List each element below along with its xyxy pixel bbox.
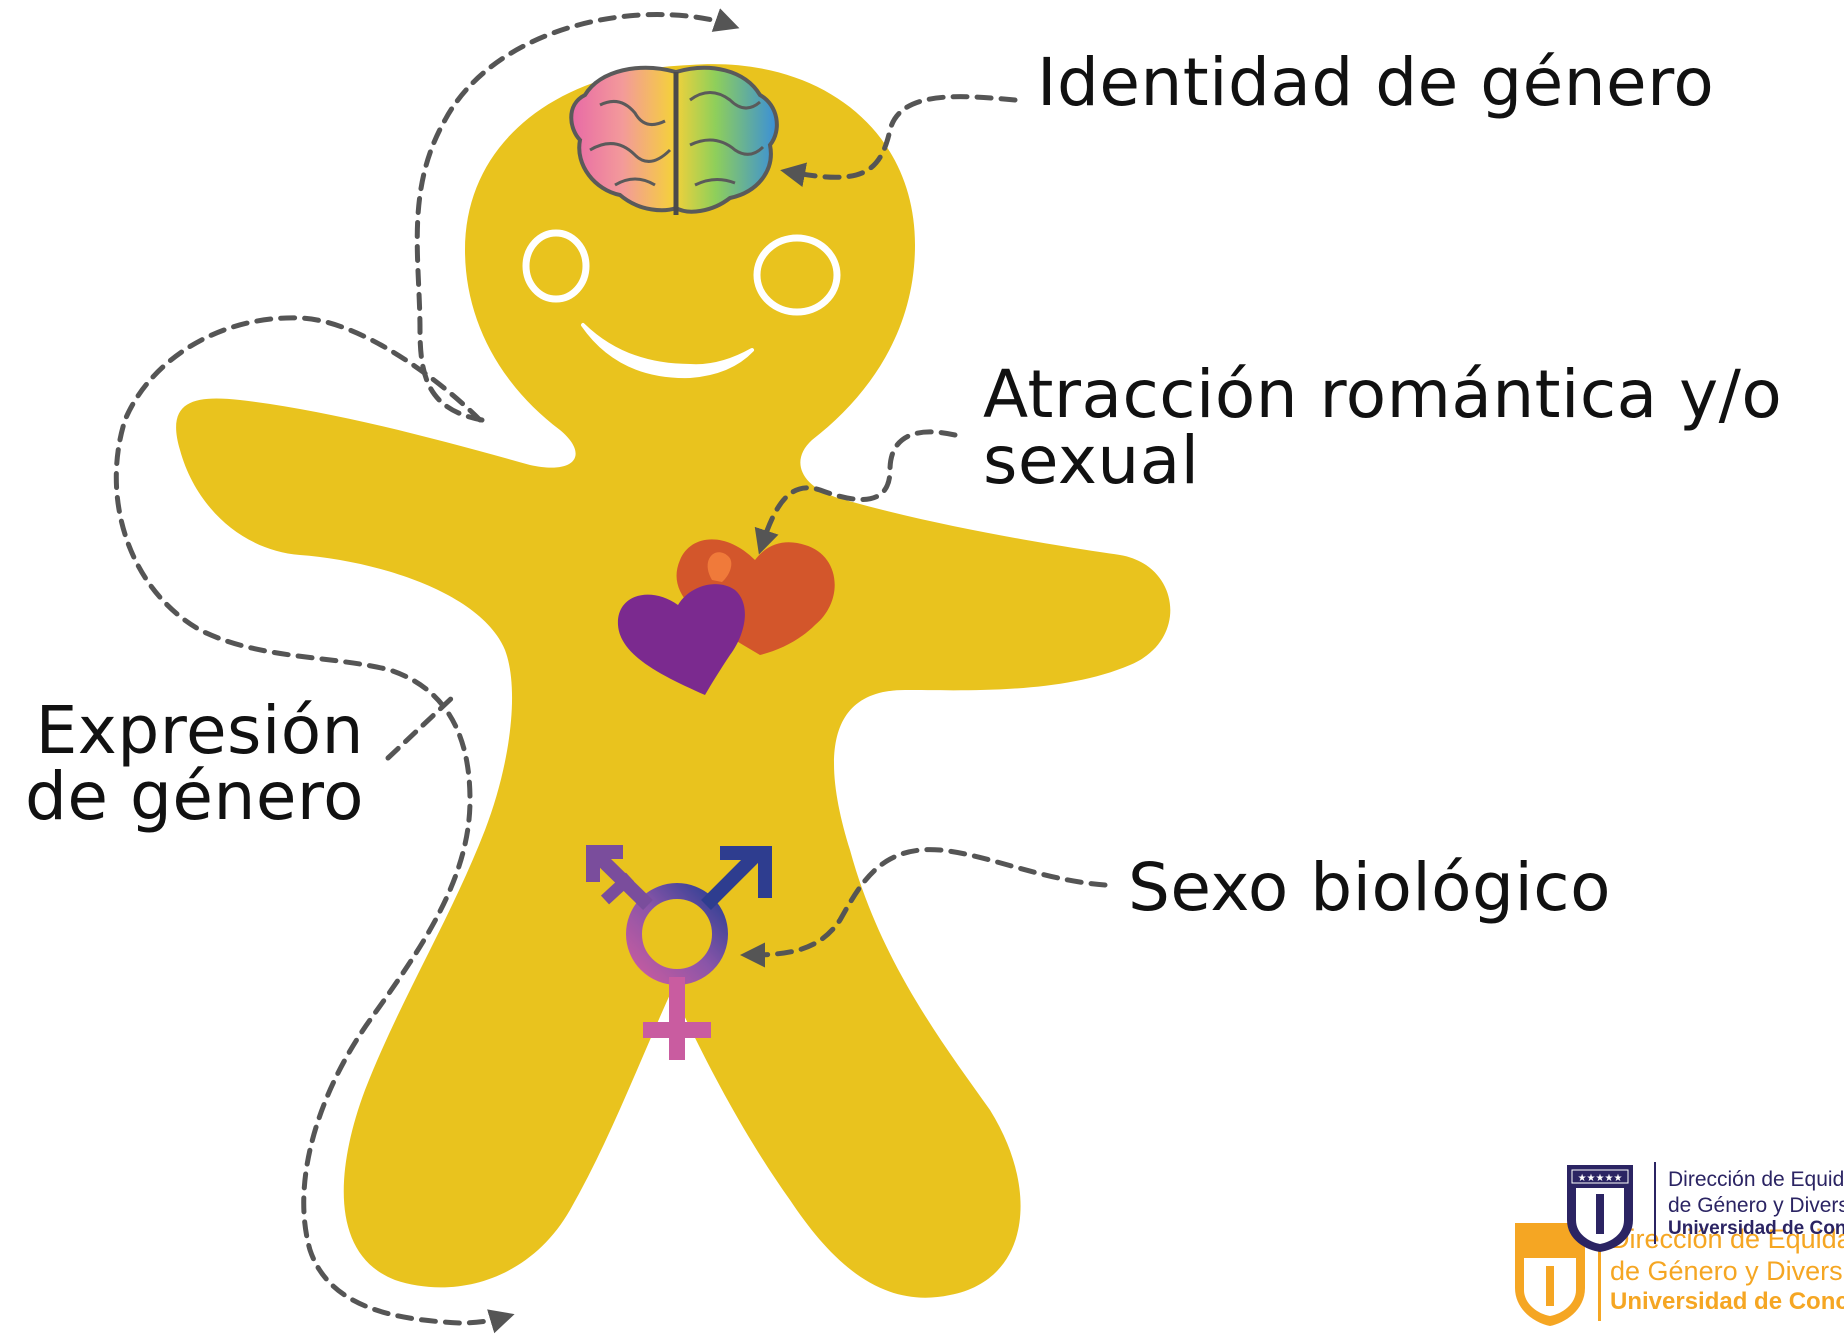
arrow-sexo <box>740 847 1108 968</box>
label-expresion-genero: Expresión de género <box>25 698 364 830</box>
orange-divider <box>1598 1216 1601 1321</box>
logo-orange-line1: Dirección de Equidad <box>1610 1224 1844 1254</box>
right-eye <box>753 234 841 316</box>
logo-orange-line3: Universidad de Concepción <box>1610 1288 1844 1315</box>
smile <box>581 323 754 379</box>
transgender-symbol-icon <box>586 845 772 1060</box>
logo-navy-line3: Universidad de Concepción <box>1668 1218 1844 1239</box>
logo-orange-line2: de Género y Diversidad <box>1610 1256 1844 1286</box>
gingerbread-body <box>176 64 1171 1298</box>
label-identidad-genero: Identidad de género <box>1037 44 1715 121</box>
arrow-atraccion <box>754 429 958 555</box>
svg-text:★★★★★: ★★★★★ <box>1578 1173 1623 1184</box>
label-sexo-biologico: Sexo biológico <box>1128 849 1611 926</box>
label-atraccion-line2: sexual <box>983 422 1200 499</box>
label-expresion-line2: de género <box>25 758 364 835</box>
navy-divider <box>1654 1162 1656 1244</box>
arrow-identidad <box>780 94 1018 188</box>
arrow-expresion-left <box>113 315 515 1334</box>
label-atraccion-line1: Atracción romántica y/o <box>983 356 1783 433</box>
navy-shield-icon: ★★★★★ <box>1567 1165 1633 1252</box>
brain-icon <box>569 65 779 215</box>
logo-navy-line1: Dirección de Equidad <box>1668 1168 1844 1191</box>
heart-icon <box>617 539 835 695</box>
label-expresion-line1: Expresión <box>35 692 364 769</box>
orange-shield-icon <box>1515 1223 1585 1326</box>
university-logo: Dirección de Equidad de Género y Diversi… <box>1508 1158 1844 1338</box>
dashed-arrows <box>113 8 1108 1334</box>
arrow-expresion-top <box>414 8 740 423</box>
logo-navy-line2: de Género y Diversidad <box>1668 1194 1844 1217</box>
label-atraccion: Atracción romántica y/o sexual <box>983 362 1782 494</box>
arrow-expresion-connector <box>385 692 458 761</box>
left-eye <box>522 229 590 303</box>
